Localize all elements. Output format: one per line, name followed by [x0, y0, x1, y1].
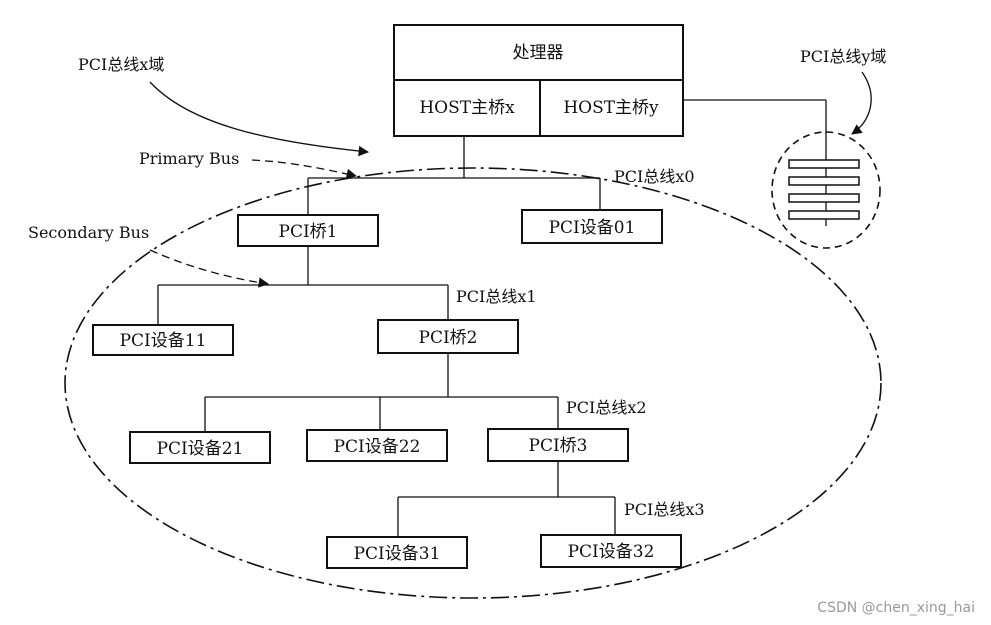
pci-device-11-label: PCI设备11: [120, 331, 207, 351]
pci-bridge-2: [377, 319, 519, 354]
bus-x1-label: PCI总线x1: [456, 287, 537, 306]
pci-device-32-label: PCI设备32: [568, 542, 655, 562]
pci-device-01: [521, 209, 663, 244]
processor-block: [393, 24, 684, 137]
host-bridge-x-label: HOST主桥x: [419, 98, 515, 118]
pci-device-21: [129, 431, 271, 464]
pci-device-22-label: PCI设备22: [334, 437, 421, 457]
secondary-bus-label: Secondary Bus: [28, 223, 149, 242]
bus-x-domain-arrow: [149, 81, 370, 157]
bus-y-domain-arrow: [851, 71, 872, 135]
watermark: CSDN @chen_xing_hai: [817, 600, 975, 616]
pci-device-01-label: PCI设备01: [549, 218, 636, 238]
pci-device-11: [92, 324, 234, 356]
pci-device-22: [306, 429, 448, 462]
bus-connectors: [157, 99, 827, 537]
pci-bridge-1-label: PCI桥1: [279, 222, 338, 242]
pci-device-32: [540, 534, 682, 568]
bus-x3-label: PCI总线x3: [624, 500, 705, 519]
bus-y-domain-label: PCI总线y域: [800, 47, 886, 66]
pci-bridge-3-label: PCI桥3: [529, 436, 588, 456]
pci-bridge-2-label: PCI桥2: [419, 328, 478, 348]
host-bridge-y-label: HOST主桥y: [563, 98, 659, 118]
bus-y-domain-circle: [771, 131, 881, 249]
secondary-bus-arrow: [149, 249, 270, 288]
processor-label: 处理器: [513, 43, 564, 63]
bus-x-domain-label: PCI总线x域: [78, 55, 164, 74]
pci-device-31: [326, 536, 468, 569]
pci-bridge-1: [237, 214, 379, 247]
primary-bus-label: Primary Bus: [139, 149, 239, 168]
bus-x2-label: PCI总线x2: [566, 398, 647, 417]
primary-bus-arrow: [251, 159, 358, 180]
pci-device-21-label: PCI设备21: [157, 439, 244, 459]
pci-device-31-label: PCI设备31: [354, 544, 441, 564]
bus-x-domain-ellipse: [64, 167, 882, 599]
bus-y-bars: [788, 159, 860, 220]
bus-x0-label: PCI总线x0: [614, 167, 695, 186]
pci-bridge-3: [487, 428, 629, 462]
